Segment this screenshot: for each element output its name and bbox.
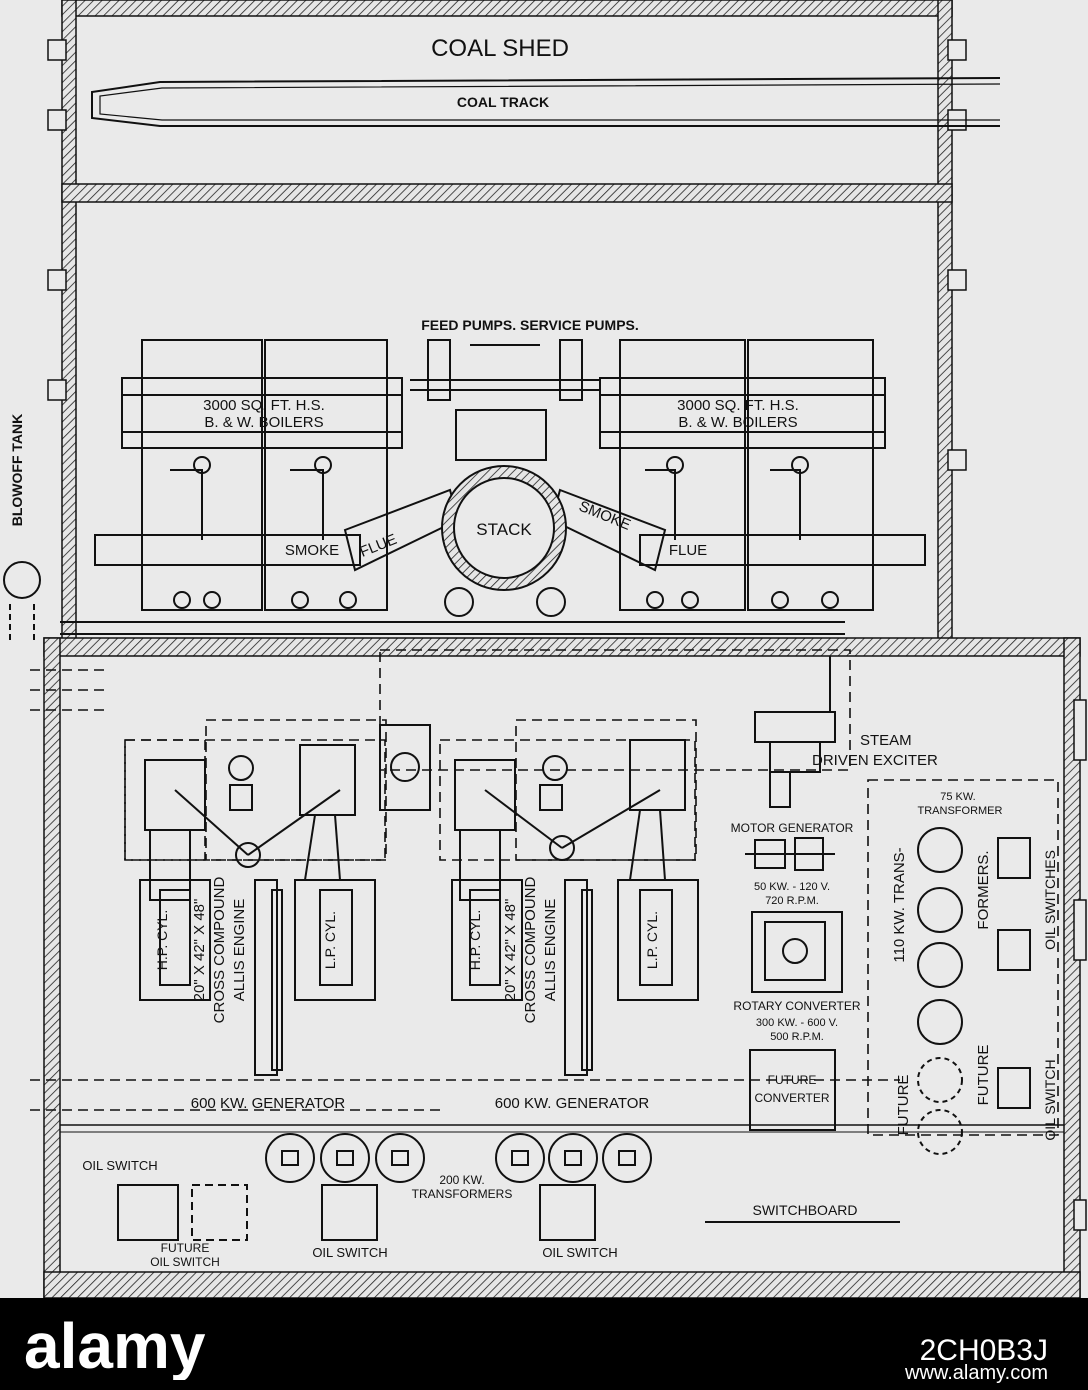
exciter-label-2: DRIVEN EXCITER [812,752,938,769]
engine1-hp-label: H.P. CYL. [154,910,170,970]
steam-exciter [754,656,836,808]
blowoff-tank [3,561,41,640]
oil-switch-mid-label: OIL SWITCH [312,1245,387,1260]
rotary-converter [751,911,843,993]
left-boiler-label-2: B. & W. BOILERS [204,414,323,431]
engine-room: H.P. CYL. L.P. CYL. 20" X 42" X 48" CROS… [30,649,1059,1269]
future-converter-label-2: CONVERTER [754,1091,829,1105]
stack: STACK [441,465,567,591]
coal-shed-label: COAL SHED [431,35,569,62]
flue-left-label: FLUE [357,531,399,561]
right-boiler-label-2: B. & W. BOILERS [678,414,797,431]
oil-switches-label: OIL SWITCHES [1042,850,1058,950]
alamy-logo: alamy [24,1310,206,1380]
left-boilers [121,339,403,611]
motor-generator-label: MOTOR GENERATOR [731,821,854,835]
engine2-make-label: ALLIS ENGINE [542,899,559,1002]
engine-2 [451,739,699,1076]
transformers-200-label-2: TRANSFORMERS [412,1187,513,1201]
exciter-label-1: STEAM [860,732,912,749]
right-boiler-label-1: 3000 SQ. FT. H.S. [677,397,799,414]
engine1-lp-label: L.P. CYL. [322,911,338,969]
coal-shed: COAL SHED COAL TRACK [91,35,1001,127]
engine1-make-label: ALLIS ENGINE [231,899,248,1002]
rc-spec-1: 300 KW. - 600 V. [756,1017,838,1029]
flue-right-label: FLUE [669,542,707,559]
right-boilers [599,339,886,611]
switchboard-label: SWITCHBOARD [753,1202,858,1218]
left-boiler-label-1: 3000 SQ. FT. H.S. [203,397,325,414]
generator-left-label: 600 KW. GENERATOR [191,1095,346,1112]
engine2-hp-label: H.P. CYL. [467,910,483,970]
future-converter-label-1: FUTURE [768,1073,817,1087]
boiler-room: FEED PUMPS. SERVICE PUMPS. 3000 SQ. FT. … [3,317,926,640]
oil-switch-right-label: OIL SWITCH [542,1245,617,1260]
smoke-right-label: SMOKE [576,498,633,534]
blowoff-label: BLOWOFF TANK [9,414,25,527]
engine2-size-label: 20" X 42" X 48" [502,899,519,1002]
motor-generator [745,837,835,871]
transformer-bank [917,827,1031,1155]
rotary-converter-label: ROTARY CONVERTER [733,999,860,1013]
transformers-200-label-1: 200 KW. [439,1173,484,1187]
watermark-url: www.alamy.com [905,1362,1048,1384]
formers-label: FORMERS. [975,850,992,929]
steam-header [60,587,845,635]
oil-switch-vertical-label: OIL SWITCH [1042,1059,1058,1140]
rc-spec-2: 500 R.P.M. [770,1031,824,1043]
transformers-110-label: 110 KW. TRANS- [891,847,908,962]
pump-units [410,339,600,461]
engine2-type-label: CROSS COMPOUND [522,877,539,1024]
smoke-left-label: SMOKE [285,542,339,559]
pumps-label: FEED PUMPS. SERVICE PUMPS. [421,317,639,333]
switch-gear [117,1133,900,1241]
coal-track-label: COAL TRACK [457,94,549,110]
oil-switch-top-label: OIL SWITCH [82,1158,157,1173]
generator-right-label: 600 KW. GENERATOR [495,1095,650,1112]
future-oil-label-1: FUTURE [161,1241,210,1255]
future-right-label: FUTURE [975,1045,992,1106]
mg-spec-1: 50 KW. - 120 V. [754,881,830,893]
building-walls [43,0,1087,1299]
mg-spec-2: 720 R.P.M. [765,895,819,907]
watermark-bar [0,1298,1088,1390]
future-oil-label-2: OIL SWITCH [150,1255,220,1269]
engine2-lp-label: L.P. CYL. [644,911,660,969]
svg-text:alamy: alamy [24,1310,206,1380]
future-converter [749,1049,836,1131]
future-left-label: FUTURE [895,1075,912,1136]
plan-drawing: COAL SHED COAL TRACK FEED PUMPS. SERVICE… [3,0,1087,1299]
watermark-image-id: 2CH0B3J [919,1334,1048,1367]
heater [379,724,431,811]
stack-label: STACK [476,520,532,539]
engine1-size-label: 20" X 42" X 48" [191,899,208,1002]
engine-1 [139,744,376,1076]
engine1-type-label: CROSS COMPOUND [211,877,228,1024]
transformer-75-label-2: TRANSFORMER [918,805,1003,817]
transformer-75-label-1: 75 KW. [940,791,975,803]
